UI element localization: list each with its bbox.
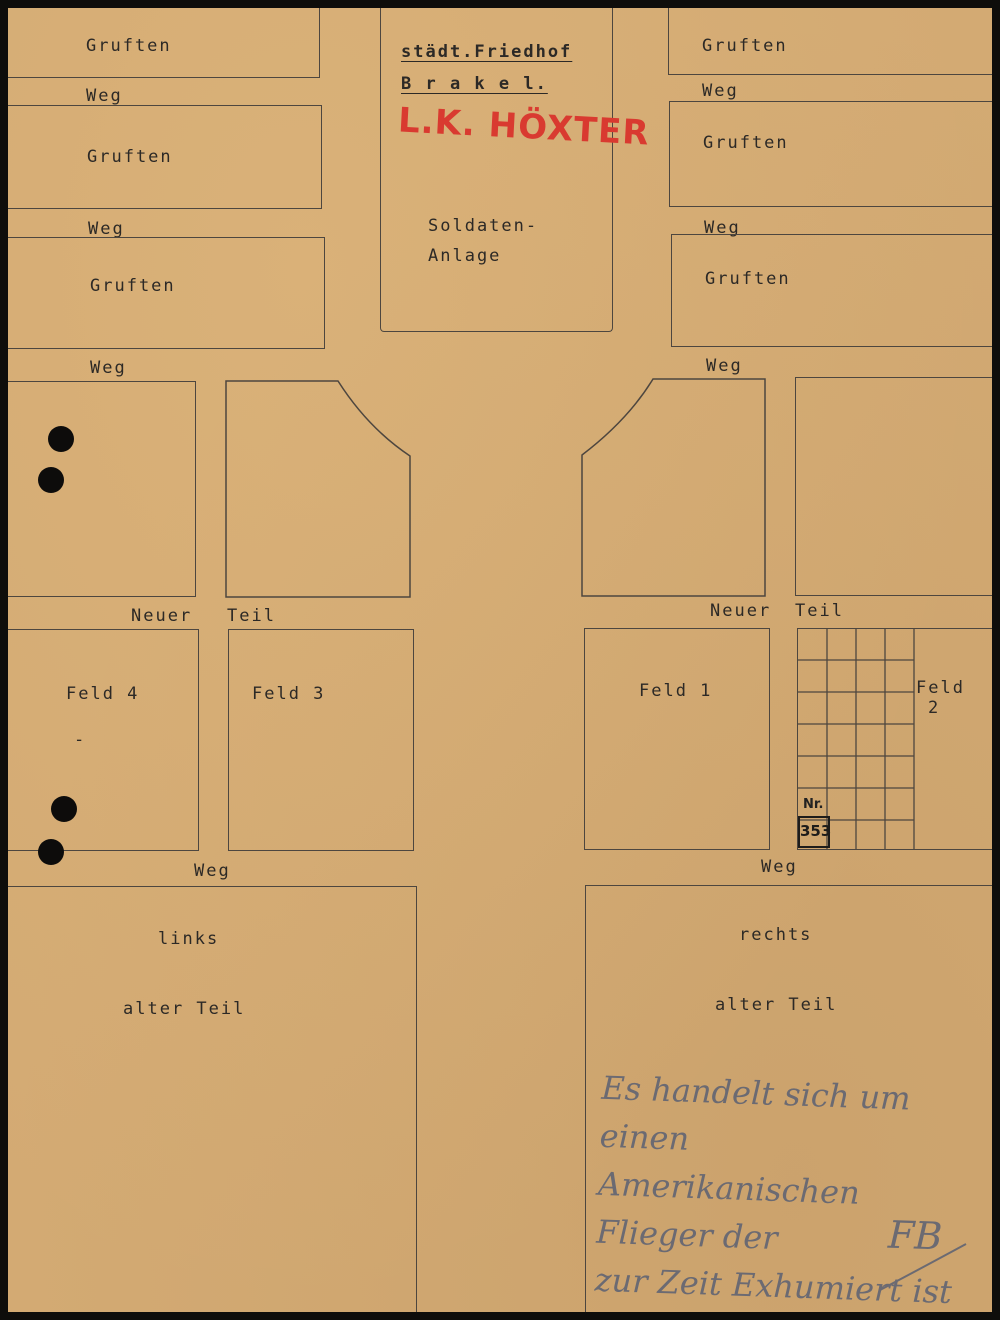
plot-feld-1 bbox=[584, 628, 770, 850]
label-weg-left-2: Weg bbox=[88, 219, 125, 239]
label-teil-right: Teil bbox=[795, 601, 844, 621]
cemetery-plan-sheet: Gruften Weg Gruften Weg Gruften Weg städ… bbox=[8, 8, 992, 1312]
plot-soldaten-anlage bbox=[380, 8, 613, 332]
punch-hole-1 bbox=[48, 426, 74, 452]
label-feld-4: Feld 4 bbox=[66, 684, 140, 704]
label-gruften-right-3: Gruften bbox=[705, 269, 791, 289]
label-gruften-left-3: Gruften bbox=[90, 276, 176, 296]
label-neuer-right: Neuer bbox=[710, 601, 772, 621]
plot-old-right bbox=[585, 885, 992, 1312]
plot-gruften-right-2 bbox=[669, 101, 992, 207]
label-weg-right-1: Weg bbox=[702, 81, 739, 101]
label-teil-left: Teil bbox=[227, 606, 276, 626]
label-feld-1: Feld 1 bbox=[639, 681, 713, 701]
signature-flourish bbox=[879, 1243, 967, 1291]
plot-gruften-left-2 bbox=[8, 105, 322, 209]
punch-hole-4 bbox=[38, 839, 64, 865]
label-weg-right-3: Weg bbox=[706, 356, 743, 376]
label-links: links bbox=[158, 929, 220, 949]
label-weg-lower-left: Weg bbox=[194, 861, 231, 881]
label-gruften-left-1: Gruften bbox=[86, 36, 172, 56]
plot-feld-3 bbox=[228, 629, 414, 851]
plot-gruften-left-3 bbox=[8, 237, 325, 349]
label-weg-lower-right: Weg bbox=[761, 857, 798, 877]
punch-hole-2 bbox=[38, 467, 64, 493]
label-anlage: Anlage bbox=[428, 246, 502, 266]
grave-number-353: 353 bbox=[798, 816, 831, 848]
mark-feld-4: - bbox=[74, 730, 87, 750]
label-feld-2: Feld bbox=[916, 678, 965, 698]
label-gruften-right-1: Gruften bbox=[702, 36, 788, 56]
plot-old-left bbox=[8, 886, 417, 1312]
chamfered-plots bbox=[225, 378, 766, 598]
label-old-left: alter Teil bbox=[123, 999, 246, 1019]
label-feld-3: Feld 3 bbox=[252, 684, 326, 704]
plot-gruften-right-3 bbox=[671, 234, 992, 347]
punch-hole-3 bbox=[51, 796, 77, 822]
label-rechts: rechts bbox=[739, 925, 813, 945]
label-weg-left-1: Weg bbox=[86, 86, 123, 106]
label-weg-left-3: Weg bbox=[90, 358, 127, 378]
plot-new-right-outer bbox=[795, 377, 992, 596]
plot-gruften-right-1 bbox=[668, 8, 992, 75]
label-neuer-left: Neuer bbox=[131, 606, 193, 626]
cemetery-town: B r a k e l. bbox=[401, 74, 548, 94]
plot-feld-4 bbox=[8, 629, 199, 851]
grave-nr-label: Nr. bbox=[803, 797, 824, 812]
feld-2-grave-grid bbox=[797, 628, 915, 850]
plot-new-left-outer bbox=[8, 381, 196, 597]
label-gruften-right-2: Gruften bbox=[703, 133, 789, 153]
label-gruften-left-2: Gruften bbox=[87, 147, 173, 167]
label-feld-2-number: 2 bbox=[928, 698, 941, 718]
label-weg-right-2: Weg bbox=[704, 218, 741, 238]
cemetery-name: städt.Friedhof bbox=[401, 42, 573, 62]
label-soldaten: Soldaten- bbox=[428, 216, 539, 236]
plot-gruften-left-1 bbox=[8, 8, 320, 78]
label-old-right: alter Teil bbox=[715, 995, 838, 1015]
plot-feld-2 bbox=[797, 628, 992, 850]
